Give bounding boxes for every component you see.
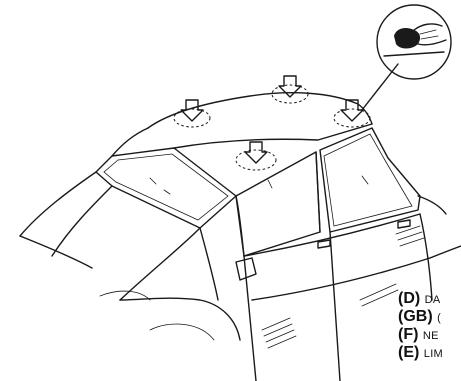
hand-with-sponge-icon: [384, 24, 446, 56]
roof-marker-rear-left: [236, 142, 276, 170]
language-code: (GB): [398, 308, 433, 325]
detail-leader-line: [362, 64, 398, 110]
down-arrow-icon: [245, 142, 267, 163]
down-arrow-icon: [181, 100, 203, 121]
language-code: (F): [398, 326, 418, 343]
language-row-gb: (GB) (: [398, 308, 461, 326]
language-labels: (D) DA (GB) ( (F) NE (E) LIM: [398, 290, 461, 362]
language-text: DA: [425, 294, 441, 306]
language-code: (E): [398, 344, 419, 361]
roof-marker-rear-right: [334, 100, 370, 127]
detail-callout: [377, 5, 451, 79]
roof-marker-front-right: [272, 76, 308, 103]
language-text: NE: [423, 330, 439, 342]
language-code: (D): [398, 290, 420, 307]
down-arrow-icon: [341, 100, 363, 121]
language-row-e: (E) LIM: [398, 344, 461, 362]
language-text: (: [437, 312, 441, 324]
roof-marker-front-left: [174, 100, 210, 127]
language-row-f: (F) NE: [398, 326, 461, 344]
car-body: [20, 93, 461, 381]
language-text: LIM: [424, 348, 443, 360]
language-row-d: (D) DA: [398, 290, 461, 308]
down-arrow-icon: [279, 76, 301, 97]
